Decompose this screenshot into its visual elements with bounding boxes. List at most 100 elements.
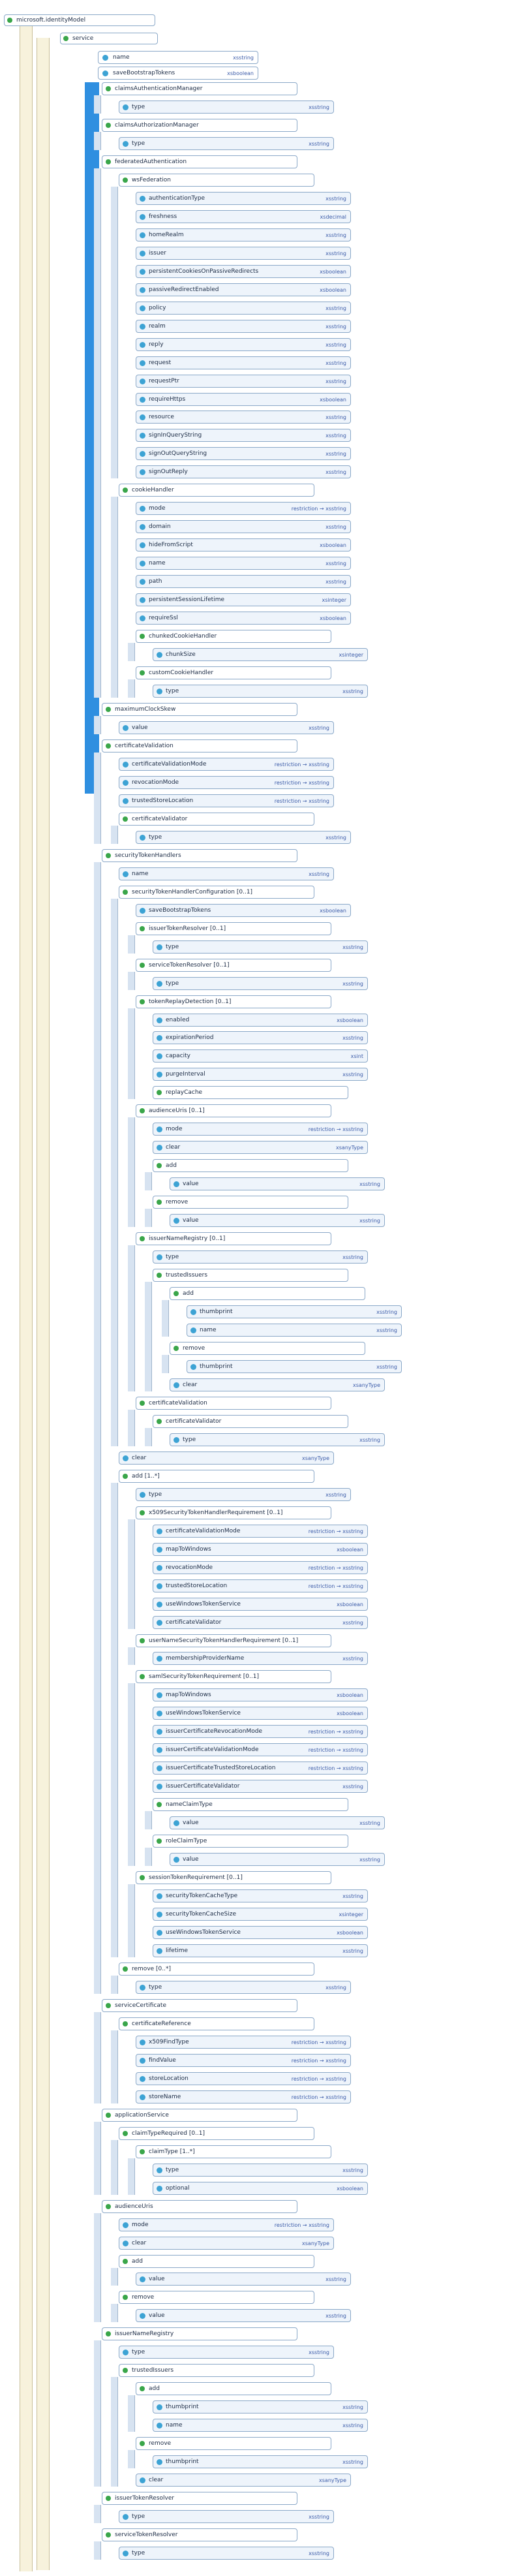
expand-toggle-icon[interactable] (106, 159, 111, 164)
expand-toggle-icon[interactable] (106, 2203, 111, 2209)
expand-toggle-icon[interactable] (123, 2295, 128, 2301)
expand-toggle-icon[interactable] (157, 1200, 162, 1205)
expand-toggle-icon[interactable] (106, 2532, 111, 2538)
expand-toggle-icon[interactable] (123, 2130, 128, 2136)
element-box[interactable]: securityTokenHandlerConfiguration [0..1] (119, 885, 314, 899)
service-box[interactable]: service (60, 33, 158, 44)
element-box[interactable]: certificateReference (119, 2017, 314, 2030)
element-box[interactable]: add [1..*] (119, 1469, 314, 1483)
element-box[interactable]: trustedIssuers (119, 2364, 314, 2378)
element-box[interactable]: samlSecurityTokenRequirement [0..1] (136, 1670, 331, 1684)
element-box[interactable]: remove (119, 2291, 314, 2304)
element-box[interactable]: remove [0..*] (119, 1962, 314, 1976)
expand-toggle-icon[interactable] (140, 2149, 145, 2154)
expand-toggle-icon[interactable] (106, 743, 111, 749)
element-box[interactable]: chunkedCookieHandler (136, 630, 331, 644)
expand-toggle-icon[interactable] (140, 1400, 145, 1406)
element-box[interactable]: tokenReplayDetection [0..1] (136, 995, 331, 1008)
element-box[interactable]: x509SecurityTokenHandlerRequirement [0..… (136, 1506, 331, 1519)
element-box[interactable]: certificateValidator (119, 812, 314, 826)
expand-toggle-icon[interactable] (140, 1875, 145, 1881)
element-box[interactable]: certificateValidation (102, 739, 297, 753)
element-box[interactable]: audienceUris (102, 2199, 297, 2213)
element-box[interactable]: add (170, 1287, 365, 1301)
expand-toggle-icon[interactable] (140, 1108, 145, 1114)
element-box[interactable]: serviceTokenResolver (102, 2528, 297, 2542)
element-box[interactable]: certificateValidation (136, 1396, 331, 1410)
expand-toggle-icon[interactable] (140, 670, 145, 676)
expand-toggle-icon[interactable] (140, 925, 145, 931)
expand-toggle-icon[interactable] (106, 2112, 111, 2118)
element-box[interactable]: roleClaimType (153, 1835, 348, 1848)
expand-toggle-icon[interactable] (106, 2002, 111, 2008)
expand-toggle-icon[interactable] (157, 1163, 162, 1169)
expand-toggle-icon[interactable] (123, 1966, 128, 1972)
element-box[interactable]: add (153, 1159, 348, 1173)
expand-toggle-icon[interactable] (123, 488, 128, 493)
expand-toggle-icon[interactable] (106, 2331, 111, 2337)
element-box[interactable]: userNameSecurityTokenHandlerRequirement … (136, 1634, 331, 1647)
node-type: xsanyType (319, 2477, 346, 2484)
expand-toggle-icon[interactable] (123, 816, 128, 822)
element-box[interactable]: applicationService (102, 2108, 297, 2122)
element-box[interactable]: remove (136, 2437, 331, 2451)
expand-toggle-icon[interactable] (123, 889, 128, 895)
expand-toggle-icon[interactable] (140, 1236, 145, 1242)
expand-toggle-icon[interactable] (140, 1674, 145, 1680)
expand-toggle-icon[interactable] (140, 962, 145, 968)
element-box[interactable]: replayCache (153, 1086, 348, 1100)
element-box[interactable]: securityTokenHandlers (102, 848, 297, 862)
expand-toggle-icon[interactable] (106, 707, 111, 712)
expand-toggle-icon[interactable] (140, 2441, 145, 2447)
element-box[interactable]: nameClaimType (153, 1798, 348, 1812)
element-box[interactable]: certificateValidator (153, 1414, 348, 1428)
expand-toggle-icon[interactable] (157, 1839, 162, 1844)
element-box[interactable]: serviceTokenResolver [0..1] (136, 958, 331, 972)
element-box[interactable]: trustedIssuers (153, 1269, 348, 1282)
element-box[interactable]: serviceCertificate (102, 1998, 297, 2012)
expand-toggle-icon[interactable] (63, 36, 68, 41)
expand-toggle-icon[interactable] (123, 2021, 128, 2026)
element-box[interactable]: add (136, 2382, 331, 2396)
expand-toggle-icon[interactable] (157, 1273, 162, 1279)
element-box[interactable]: sessionTokenRequirement [0..1] (136, 1871, 331, 1885)
expand-toggle-icon[interactable] (123, 2368, 128, 2374)
root-box[interactable]: microsoft.identityModel (4, 14, 155, 26)
element-box[interactable]: issuerTokenResolver [0..1] (136, 922, 331, 935)
expand-toggle-icon[interactable] (140, 2386, 145, 2392)
expand-toggle-icon[interactable] (140, 1510, 145, 1515)
expand-toggle-icon[interactable] (123, 1473, 128, 1479)
expand-toggle-icon[interactable] (157, 1418, 162, 1424)
element-box[interactable]: issuerNameRegistry [0..1] (136, 1232, 331, 1246)
element-box[interactable]: add (119, 2254, 314, 2268)
expand-toggle-icon[interactable] (7, 18, 12, 23)
element-box[interactable]: federatedAuthentication (102, 155, 297, 168)
element-box[interactable]: wsFederation (119, 173, 314, 187)
element-box[interactable]: issuerNameRegistry (102, 2327, 297, 2341)
element-box[interactable]: issuerTokenResolver (102, 2492, 297, 2506)
expand-toggle-icon[interactable] (140, 634, 145, 640)
element-box[interactable]: claimsAuthorizationManager (102, 118, 297, 132)
element-box[interactable]: claimsAuthenticationManager (102, 82, 297, 95)
element-box[interactable]: claimTypeRequired [0..1] (119, 2126, 314, 2140)
element-box[interactable]: maximumClockSkew (102, 703, 297, 716)
expand-toggle-icon[interactable] (157, 1802, 162, 1808)
element-box[interactable]: remove (153, 1196, 348, 1209)
expand-toggle-icon[interactable] (106, 852, 111, 858)
element-box[interactable]: remove (170, 1341, 365, 1355)
element-box[interactable]: claimType [1..*] (136, 2145, 331, 2158)
expand-toggle-icon[interactable] (140, 999, 145, 1004)
expand-toggle-icon[interactable] (123, 2258, 128, 2264)
expand-toggle-icon[interactable] (174, 1345, 179, 1351)
expand-toggle-icon[interactable] (157, 1090, 162, 1096)
expand-toggle-icon[interactable] (106, 122, 111, 128)
expand-toggle-icon[interactable] (174, 1291, 179, 1297)
element-box[interactable]: audienceUris [0..1] (136, 1104, 331, 1118)
node-type: xsboolean (337, 2185, 363, 2192)
expand-toggle-icon[interactable] (123, 177, 128, 183)
expand-toggle-icon[interactable] (106, 2496, 111, 2502)
expand-toggle-icon[interactable] (106, 86, 111, 91)
expand-toggle-icon[interactable] (140, 1637, 145, 1643)
element-box[interactable]: customCookieHandler (136, 666, 331, 680)
element-box[interactable]: cookieHandler (119, 484, 314, 497)
